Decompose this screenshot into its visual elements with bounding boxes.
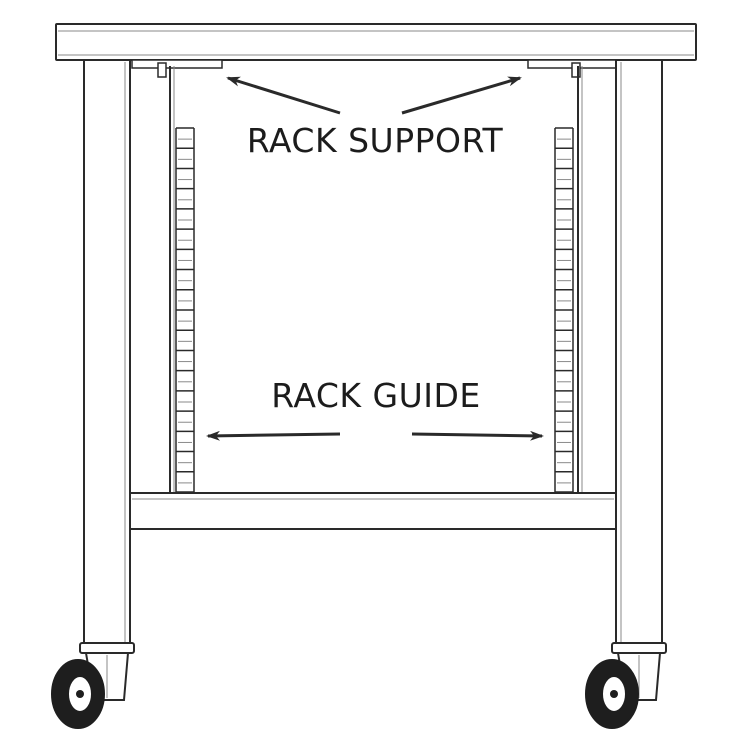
caster-left — [51, 642, 135, 729]
arrow-rack-guide-right — [411, 430, 544, 441]
leg-left — [83, 59, 131, 646]
arrow-rack-guide-left — [206, 430, 341, 441]
lower-shelf — [129, 492, 617, 530]
label-rack-support: RACK SUPPORT — [247, 121, 504, 160]
rack-guide-right — [554, 66, 583, 493]
caster-right — [585, 642, 667, 729]
rack-guide-left — [169, 66, 195, 493]
label-rack-guide: RACK GUIDE — [271, 376, 480, 415]
leg-right — [615, 59, 663, 646]
rack-support-left — [131, 59, 223, 78]
rack-support-right — [527, 59, 619, 78]
arrow-rack-support-right — [401, 76, 522, 115]
tabletop — [55, 23, 697, 61]
arrow-rack-support-left — [226, 76, 341, 115]
